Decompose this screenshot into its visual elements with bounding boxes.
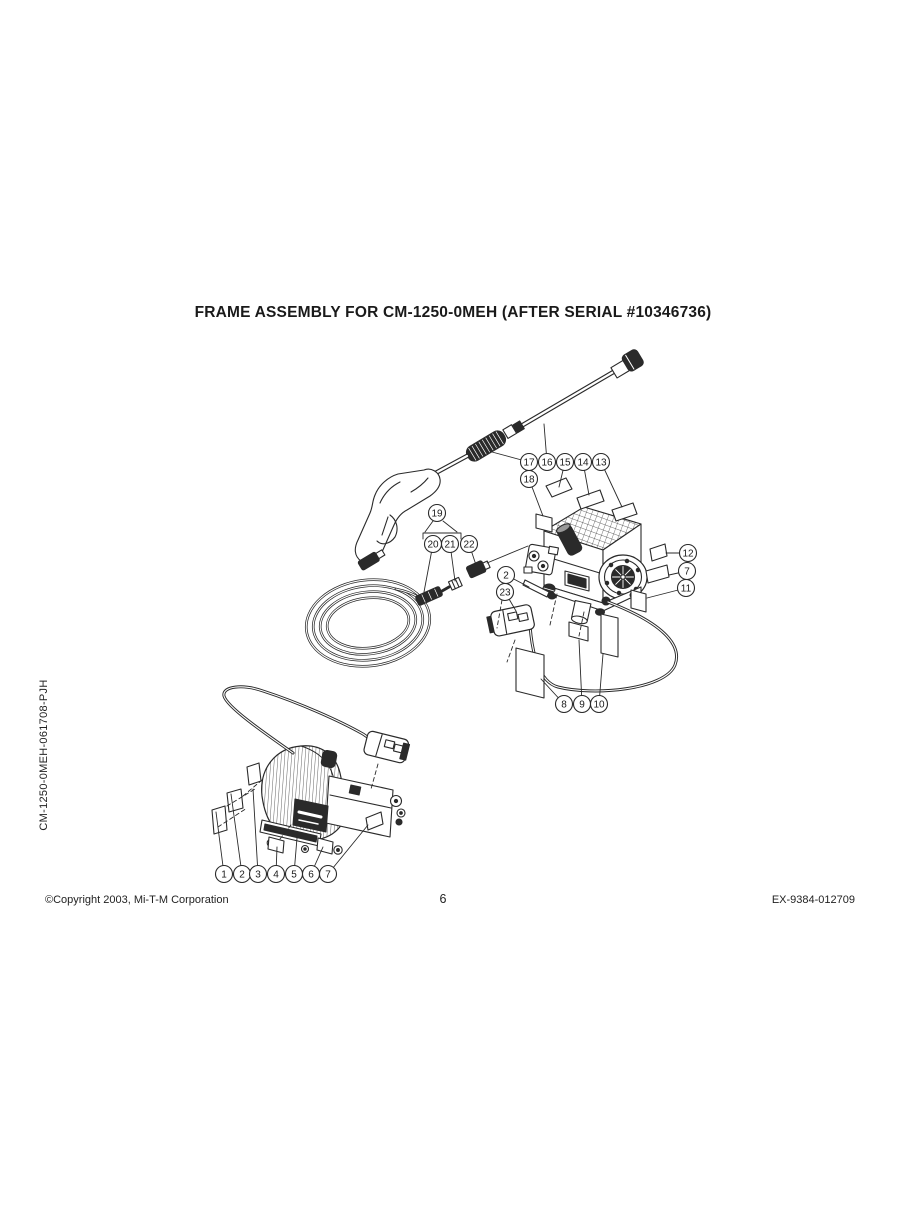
decal	[545, 477, 573, 498]
dashed-guides	[217, 593, 585, 840]
decal	[611, 502, 638, 522]
callout-16: 16	[537, 423, 557, 472]
svg-text:11: 11	[681, 583, 692, 594]
document-number: EX-9384-012709	[771, 894, 855, 906]
page-number: 6	[439, 892, 447, 906]
motor-assembly-lower	[259, 745, 406, 855]
svg-text:4: 4	[273, 869, 279, 880]
decal	[576, 489, 605, 510]
svg-text:2: 2	[239, 869, 245, 880]
top-knob	[320, 749, 338, 769]
bottom-outlet	[570, 600, 592, 625]
callout-19: 19	[427, 503, 447, 523]
decal	[649, 543, 668, 562]
spray-wand	[427, 349, 644, 479]
outlet-elbow-fitting	[466, 560, 491, 579]
decal	[246, 762, 262, 786]
svg-text:21: 21	[444, 539, 456, 550]
decal	[211, 805, 228, 835]
svg-text:10: 10	[593, 699, 605, 710]
svg-text:13: 13	[595, 457, 607, 468]
decal	[645, 564, 670, 584]
decal	[568, 621, 589, 642]
callout-15: 15	[555, 452, 575, 488]
callout-7: 7	[318, 824, 369, 884]
power-cord-lower	[222, 685, 378, 755]
svg-text:15: 15	[559, 457, 571, 468]
decals-main	[515, 477, 670, 699]
pump-head	[523, 543, 559, 576]
gfci-plug-lower	[363, 730, 411, 764]
svg-text:6: 6	[308, 869, 314, 880]
hose-coil	[304, 578, 432, 668]
hose-nut	[447, 576, 463, 591]
gfci-plug-main	[486, 604, 535, 637]
wand-grip	[465, 430, 507, 462]
decal	[600, 613, 619, 658]
callout-1: 1	[214, 811, 234, 884]
svg-text:19: 19	[431, 508, 443, 519]
callout-13: 13	[591, 452, 623, 508]
svg-text:2: 2	[503, 570, 509, 581]
svg-text:5: 5	[291, 869, 297, 880]
page-title: FRAME ASSEMBLY FOR CM-1250-0MEH (AFTER S…	[194, 304, 712, 321]
gun-inlet-fitting	[357, 549, 386, 571]
svg-text:12: 12	[682, 548, 694, 559]
callout-4: 4	[266, 846, 286, 884]
callout-3: 3	[248, 788, 268, 884]
decal	[226, 788, 244, 813]
callout-7: 7	[668, 561, 697, 581]
bracket-19	[422, 520, 462, 540]
callout-22: 22	[459, 534, 479, 569]
pump-motor-assembly	[522, 506, 648, 625]
svg-text:17: 17	[523, 457, 535, 468]
callout-8: 8	[540, 678, 574, 714]
svg-text:7: 7	[684, 566, 690, 577]
copyright-notice: ©Copyright 2003, Mi-T-M Corporation	[45, 894, 229, 906]
svg-text:1: 1	[221, 869, 227, 880]
callout-23: 23	[495, 582, 517, 612]
motor-label	[292, 798, 329, 833]
decal	[535, 513, 553, 533]
decal	[515, 647, 545, 699]
callout-18: 18	[519, 469, 544, 517]
motor-capacitor	[555, 523, 583, 556]
svg-text:22: 22	[463, 539, 475, 550]
decals-lower	[211, 762, 384, 855]
unit-front-label	[564, 570, 590, 592]
callout-20: 20	[423, 534, 443, 593]
svg-text:7: 7	[325, 869, 331, 880]
decal	[316, 837, 334, 855]
wand-nozzle-icon	[610, 349, 644, 379]
callout-10: 10	[589, 653, 609, 714]
svg-text:8: 8	[561, 699, 567, 710]
decal	[267, 836, 285, 854]
decal	[630, 589, 647, 613]
callout-11: 11	[646, 578, 696, 599]
svg-text:9: 9	[579, 699, 585, 710]
svg-text:20: 20	[427, 539, 439, 550]
hose-end-fittings	[394, 545, 529, 606]
callout-9: 9	[572, 639, 592, 714]
svg-text:3: 3	[255, 869, 261, 880]
callout-2: 2	[230, 793, 252, 884]
callout-14: 14	[573, 452, 593, 496]
svg-text:18: 18	[523, 474, 535, 485]
svg-text:16: 16	[541, 457, 553, 468]
svg-text:14: 14	[577, 457, 589, 468]
hose-ferrule	[415, 586, 443, 606]
svg-text:23: 23	[499, 587, 511, 598]
callout-21: 21	[440, 534, 460, 582]
callout-12: 12	[665, 543, 698, 563]
callout-5: 5	[284, 837, 304, 884]
frame-strip	[522, 579, 550, 598]
callout-17: 17	[491, 451, 539, 472]
